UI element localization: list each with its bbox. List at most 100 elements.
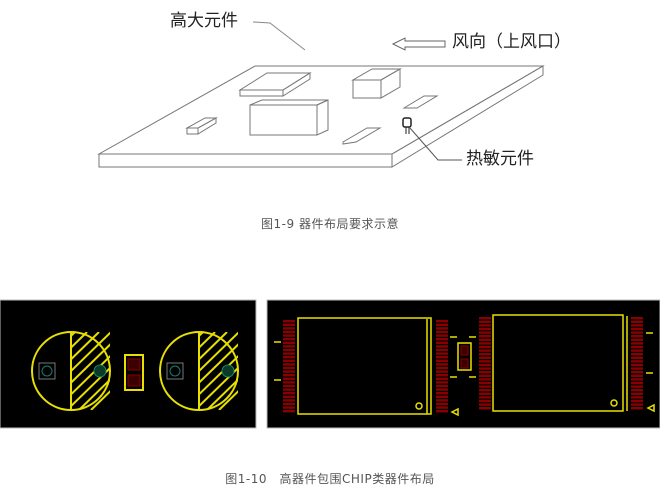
pad bbox=[283, 323, 295, 326]
tall-component-outline bbox=[31, 331, 111, 411]
pad bbox=[283, 345, 295, 348]
pad bbox=[631, 396, 643, 399]
pad-column bbox=[283, 320, 295, 413]
pad bbox=[479, 371, 491, 374]
pad-square bbox=[166, 362, 184, 380]
pad-hole-green bbox=[93, 364, 107, 378]
pad bbox=[479, 389, 491, 392]
pad bbox=[283, 330, 295, 334]
chip-pad bbox=[460, 345, 469, 356]
tall-component-outline bbox=[159, 331, 239, 411]
pad bbox=[479, 378, 491, 381]
pin1-triangle-icon bbox=[450, 407, 459, 417]
pad bbox=[283, 374, 295, 377]
pad bbox=[479, 338, 491, 341]
pad bbox=[283, 388, 295, 391]
pad bbox=[631, 392, 643, 395]
pin1-triangle-icon bbox=[646, 403, 655, 413]
pad bbox=[631, 381, 643, 385]
pad bbox=[436, 320, 448, 323]
pad bbox=[631, 342, 643, 345]
chip-pad bbox=[127, 374, 141, 387]
hatch-line bbox=[199, 332, 238, 373]
pad bbox=[283, 356, 295, 359]
pad bbox=[631, 360, 643, 363]
chip-pad bbox=[127, 358, 141, 371]
pad bbox=[436, 388, 448, 391]
pad bbox=[479, 335, 491, 338]
label-wind-direction: 风向（上风口） bbox=[452, 32, 571, 52]
chip-top bbox=[402, 95, 439, 109]
ic-component-outline bbox=[297, 317, 459, 417]
flat-component bbox=[238, 72, 312, 97]
pad bbox=[436, 374, 448, 377]
pad bbox=[631, 327, 643, 331]
pad bbox=[283, 320, 295, 323]
hatch-line bbox=[71, 343, 110, 385]
pad-hole bbox=[41, 365, 53, 377]
pad bbox=[631, 331, 643, 334]
leader-thermal bbox=[409, 127, 462, 161]
pad bbox=[631, 407, 643, 410]
pad bbox=[631, 367, 643, 370]
chip-outline bbox=[457, 342, 472, 371]
pad bbox=[436, 341, 448, 344]
chip-component bbox=[124, 354, 144, 391]
leader-tall bbox=[252, 21, 306, 51]
pad bbox=[479, 356, 491, 359]
pad bbox=[631, 374, 643, 377]
pad bbox=[283, 406, 295, 409]
pad bbox=[631, 345, 643, 349]
pad bbox=[283, 366, 295, 370]
pad bbox=[631, 317, 643, 320]
pad bbox=[436, 370, 448, 373]
caption-figure-1-10: 图1-10 高器件包围CHIP类器件布局 bbox=[225, 472, 435, 486]
pad bbox=[479, 363, 491, 367]
hatch-line bbox=[199, 332, 228, 361]
pad bbox=[631, 389, 643, 392]
pin1-marker bbox=[415, 402, 423, 410]
pad bbox=[479, 353, 491, 356]
hatch-line bbox=[199, 332, 216, 349]
pad bbox=[631, 378, 643, 381]
hatch-line bbox=[199, 343, 238, 385]
pad bbox=[479, 342, 491, 345]
pad-column bbox=[631, 317, 643, 410]
pad bbox=[436, 348, 448, 352]
pad bbox=[631, 399, 643, 403]
pad bbox=[631, 356, 643, 359]
pad-square bbox=[38, 362, 56, 380]
hatch-line bbox=[90, 390, 110, 410]
pad bbox=[631, 353, 643, 356]
pad bbox=[436, 392, 448, 395]
wind-arrow-icon bbox=[391, 37, 446, 51]
pad bbox=[283, 370, 295, 373]
pad bbox=[436, 330, 448, 334]
pad bbox=[631, 338, 643, 341]
pad bbox=[479, 407, 491, 410]
pad bbox=[283, 395, 295, 398]
pad-hole-green bbox=[221, 364, 235, 378]
pad-column bbox=[436, 320, 448, 413]
pad bbox=[283, 410, 295, 413]
pad bbox=[436, 399, 448, 402]
ic-body bbox=[492, 314, 624, 412]
chip-bottom bbox=[342, 127, 382, 145]
pad bbox=[631, 335, 643, 338]
pad bbox=[436, 366, 448, 370]
pad bbox=[479, 327, 491, 331]
pad bbox=[283, 338, 295, 341]
pad bbox=[283, 359, 295, 362]
chip-left bbox=[185, 117, 218, 135]
board-top bbox=[97, 65, 545, 155]
pad bbox=[631, 371, 643, 374]
pad bbox=[283, 363, 295, 366]
pad bbox=[436, 410, 448, 413]
pad bbox=[631, 349, 643, 352]
pad bbox=[479, 399, 491, 403]
pad bbox=[479, 331, 491, 334]
ic-body bbox=[297, 317, 432, 415]
pad bbox=[479, 360, 491, 363]
pad bbox=[436, 356, 448, 359]
